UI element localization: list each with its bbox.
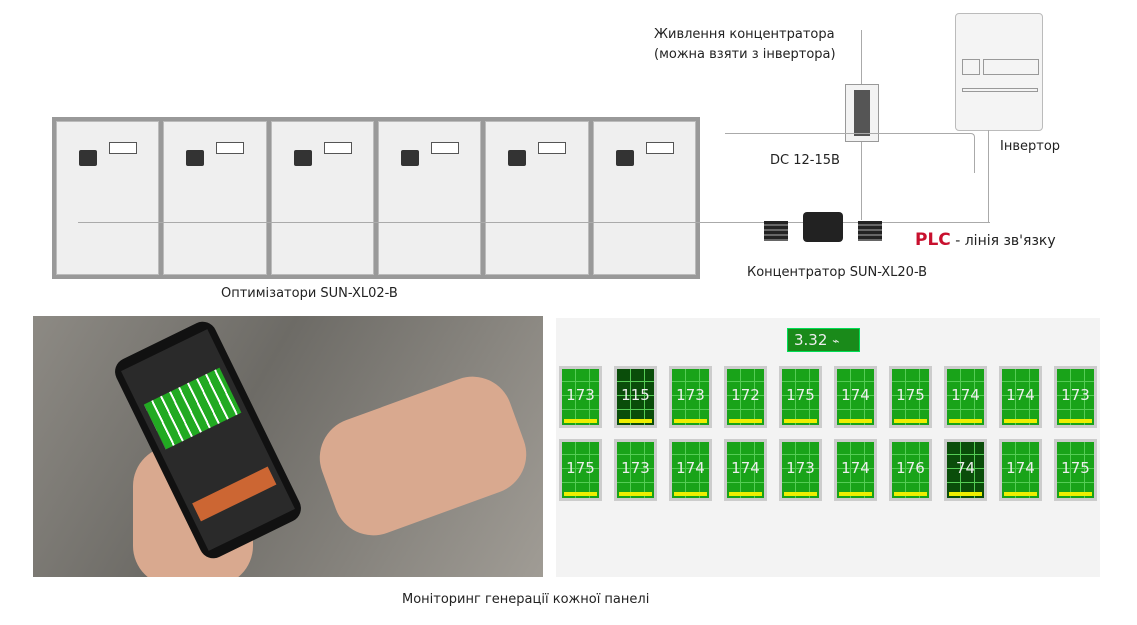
solar-panels xyxy=(52,117,700,279)
panel-tile[interactable]: 174 xyxy=(669,439,712,501)
panel-tile[interactable]: 174 xyxy=(834,439,877,501)
panel-tile[interactable]: 173 xyxy=(614,439,657,501)
junction-box xyxy=(216,142,245,154)
junction-box xyxy=(645,142,674,154)
panel-tile[interactable]: 174 xyxy=(724,439,767,501)
junction-box xyxy=(538,142,567,154)
connector-left xyxy=(764,221,788,241)
phone-photo xyxy=(33,316,543,577)
panel-tile[interactable]: 175 xyxy=(559,439,602,501)
plc-wire-up xyxy=(988,130,989,223)
solar-panel xyxy=(377,121,482,275)
dc-wire xyxy=(725,133,975,173)
optimizer-icon xyxy=(293,150,312,166)
panel-tile[interactable]: 175 xyxy=(1054,439,1097,501)
inverter-label: Інвертор xyxy=(1000,139,1061,154)
hand-right xyxy=(308,365,538,547)
monitoring-caption: Моніторинг генерації кожної панелі xyxy=(402,592,650,607)
power-label-1: Живлення концентратора xyxy=(654,27,835,42)
plc-line-label: PLC - лінія зв'язку xyxy=(915,230,1056,250)
inverter xyxy=(955,13,1043,131)
optimizer-icon xyxy=(508,150,527,166)
panel-tile[interactable]: 173 xyxy=(1054,366,1097,428)
total-value: 3.32 xyxy=(794,331,828,349)
panel-tile[interactable]: 175 xyxy=(889,366,932,428)
hub-label: Концентратор SUN-XL20-B xyxy=(747,265,928,280)
panel-tile[interactable]: 173 xyxy=(669,366,712,428)
optimizer-icon xyxy=(186,150,205,166)
string-wire xyxy=(78,222,700,223)
hub-device xyxy=(803,212,843,242)
monitoring-screen: 3.32 ⌁ 173 115 173 172 175 174 175 174 174 173 175… xyxy=(556,318,1100,577)
optimizers-label: Оптимізатори SUN-XL02-B xyxy=(221,286,398,301)
panel-tile[interactable]: 174 xyxy=(834,366,877,428)
panel-tile[interactable]: 173 xyxy=(559,366,602,428)
dc-label: DC 12-15В xyxy=(770,153,840,168)
panel-tile[interactable]: 115 xyxy=(614,366,657,428)
junction-box xyxy=(430,142,459,154)
solar-panel xyxy=(270,121,374,275)
panel-tile[interactable]: 172 xyxy=(724,366,767,428)
solar-panel xyxy=(163,121,267,275)
panel-tile[interactable]: 173 xyxy=(779,439,822,501)
panel-tile[interactable]: 174 xyxy=(999,439,1042,501)
panel-tile[interactable]: 176 xyxy=(889,439,932,501)
connector-right xyxy=(858,221,882,241)
plc-label: PLC xyxy=(915,230,951,250)
junction-box xyxy=(323,142,352,154)
panel-tile[interactable]: 174 xyxy=(999,366,1042,428)
panel-tile[interactable]: 174 xyxy=(944,366,987,428)
solar-panel xyxy=(592,121,696,275)
solar-panel xyxy=(485,121,589,275)
plc-wire xyxy=(700,222,990,223)
optimizer-icon xyxy=(79,150,97,166)
panel-tile[interactable]: 74 xyxy=(944,439,987,501)
total-power: 3.32 ⌁ xyxy=(787,328,860,352)
optimizer-icon xyxy=(400,150,419,166)
junction-box xyxy=(109,142,137,154)
plc-suffix: - лінія зв'язку xyxy=(950,233,1056,249)
power-label-2: (можна взяти з інвертора) xyxy=(654,47,836,62)
panel-tile[interactable]: 175 xyxy=(779,366,822,428)
power-supply xyxy=(845,84,879,142)
power-icon: ⌁ xyxy=(832,334,840,348)
optimizer-icon xyxy=(615,150,634,166)
solar-panel xyxy=(56,121,160,275)
